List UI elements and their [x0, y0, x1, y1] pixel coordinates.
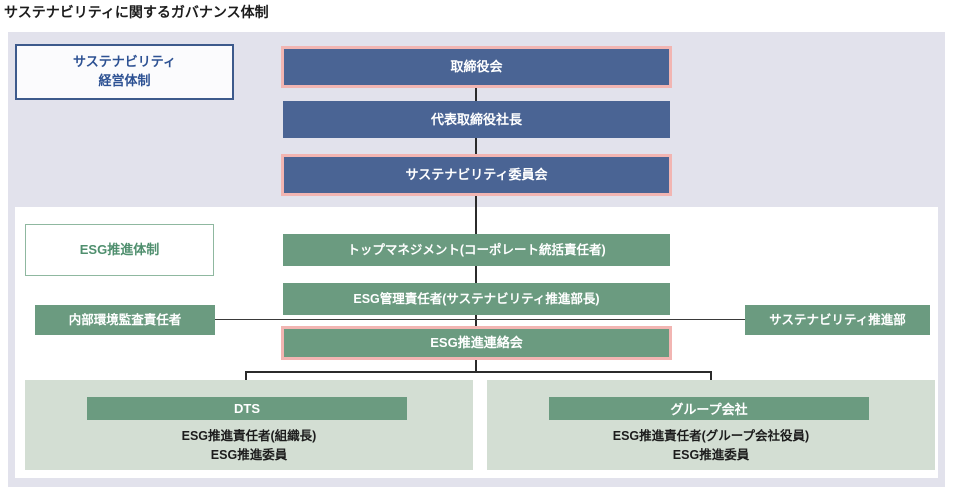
node-esg-manager-label: ESG管理責任者(サステナビリティ推進部長)	[353, 291, 600, 306]
node-board-of-directors[interactable]: 取締役会	[281, 46, 672, 88]
connector-president-to-committee	[475, 138, 477, 154]
connector-esg-manager-to-liaison	[475, 315, 477, 326]
node-top-management-label: トップマネジメント(コーポレート統括責任者)	[347, 242, 606, 257]
panel-group-company-header-label: グループ会社	[670, 402, 748, 417]
node-esg-liaison-meeting[interactable]: ESG推進連絡会	[281, 326, 672, 360]
connector-board-to-president	[475, 88, 477, 101]
node-top-management[interactable]: トップマネジメント(コーポレート統括責任者)	[283, 234, 670, 266]
node-internal-environmental-audit-manager[interactable]: 内部環境監査責任者	[35, 305, 215, 335]
connector-left-arm-internal-audit	[215, 319, 476, 320]
legend-sustainability-management: サステナビリティ 経営体制	[15, 44, 234, 100]
panel-dts-role-1: ESG推進責任者(組織長)	[181, 429, 317, 443]
legend-esg-promotion-system: ESG推進体制	[25, 224, 214, 276]
connector-liaison-downward	[475, 360, 477, 372]
legend-sustainability-line2: 経営体制	[98, 73, 151, 88]
node-president-ceo[interactable]: 代表取締役社長	[283, 101, 670, 138]
legend-sustainability-line1: サステナビリティ	[73, 54, 176, 70]
panel-dts-roles: ESG推進責任者(組織長) ESG推進委員	[25, 427, 473, 466]
panel-group-company-role-2: ESG推進委員	[672, 448, 750, 463]
node-sustainability-promotion-dept[interactable]: サステナビリティ推進部	[745, 305, 930, 335]
node-internal-environmental-audit-manager-label: 内部環境監査責任者	[68, 312, 182, 327]
panel-group-company-header[interactable]: グループ会社	[549, 397, 869, 420]
node-esg-liaison-meeting-label: ESG推進連絡会	[430, 335, 523, 351]
panel-dts: DTS ESG推進責任者(組織長) ESG推進委員	[25, 380, 473, 470]
legend-esg-label: ESG推進体制	[79, 241, 160, 257]
node-sustainability-committee-label: サステナビリティ委員会	[405, 167, 548, 183]
connector-group-split-bar	[245, 371, 712, 373]
node-sustainability-promotion-dept-label: サステナビリティ推進部	[769, 312, 906, 327]
node-esg-manager[interactable]: ESG管理責任者(サステナビリティ推進部長)	[283, 283, 670, 315]
panel-dts-header-label: DTS	[234, 401, 260, 416]
connector-top-management-to-esg-manager	[475, 266, 477, 283]
connector-committee-to-top-management	[475, 196, 477, 234]
connector-right-arm-sustainability-dept	[475, 319, 746, 320]
panel-dts-role-2: ESG推進委員	[210, 448, 288, 463]
panel-group-company-roles: ESG推進責任者(グループ会社役員) ESG推進委員	[487, 427, 935, 466]
node-sustainability-committee[interactable]: サステナビリティ委員会	[281, 154, 672, 196]
node-board-of-directors-label: 取締役会	[450, 59, 503, 75]
node-president-ceo-label: 代表取締役社長	[430, 111, 522, 127]
page-title: サステナビリティに関するガバナンス体制	[4, 4, 269, 20]
panel-group-company: グループ会社 ESG推進責任者(グループ会社役員) ESG推進委員	[487, 380, 935, 470]
panel-dts-header[interactable]: DTS	[87, 397, 407, 420]
panel-group-company-role-1: ESG推進責任者(グループ会社役員)	[612, 429, 810, 443]
